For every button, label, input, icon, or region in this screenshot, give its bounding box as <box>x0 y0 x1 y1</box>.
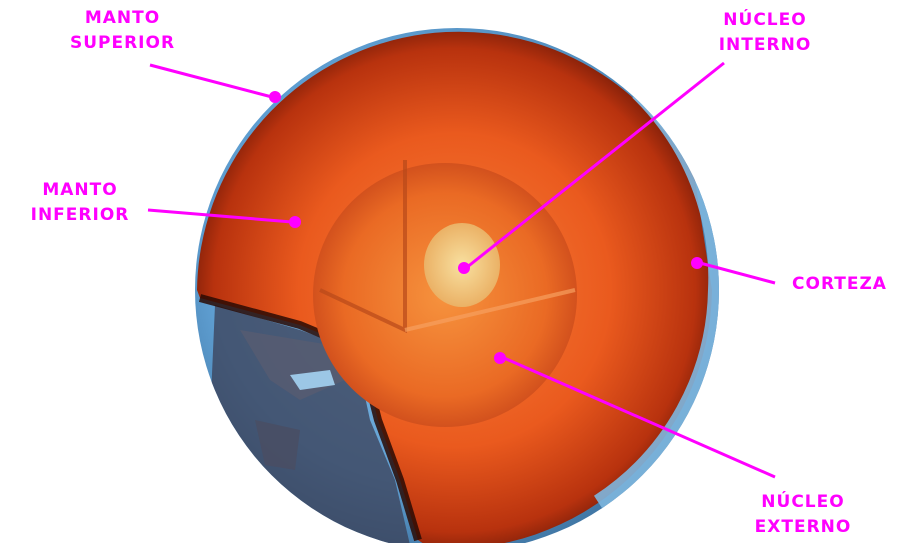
upper-mantle-label-line1: MANTO <box>55 6 190 31</box>
lower-mantle-label: MANTO INFERIOR <box>15 178 145 228</box>
upper-mantle-leader <box>150 65 272 97</box>
lower-mantle-label-line2: INFERIOR <box>15 203 145 228</box>
upper-mantle-label-line2: SUPERIOR <box>55 31 190 56</box>
upper-mantle-dot <box>269 91 281 103</box>
outer-core-label-line2: EXTERNO <box>738 515 868 540</box>
inner-core-dot <box>458 262 470 274</box>
lower-mantle-label-line1: MANTO <box>15 178 145 203</box>
crust-dot <box>691 257 703 269</box>
outer-core-label-line1: NÚCLEO <box>738 490 868 515</box>
upper-mantle-label: MANTO SUPERIOR <box>55 6 190 56</box>
outer-core-label: NÚCLEO EXTERNO <box>738 490 868 540</box>
inner-core-label: NÚCLEO INTERNO <box>700 8 830 58</box>
crust-label: CORTEZA <box>777 272 902 297</box>
inner-core-label-line2: INTERNO <box>700 33 830 58</box>
inner-core-label-line1: NÚCLEO <box>700 8 830 33</box>
crust-label-line1: CORTEZA <box>777 272 902 297</box>
outer-core-dot <box>494 352 506 364</box>
lower-mantle-dot <box>289 216 301 228</box>
